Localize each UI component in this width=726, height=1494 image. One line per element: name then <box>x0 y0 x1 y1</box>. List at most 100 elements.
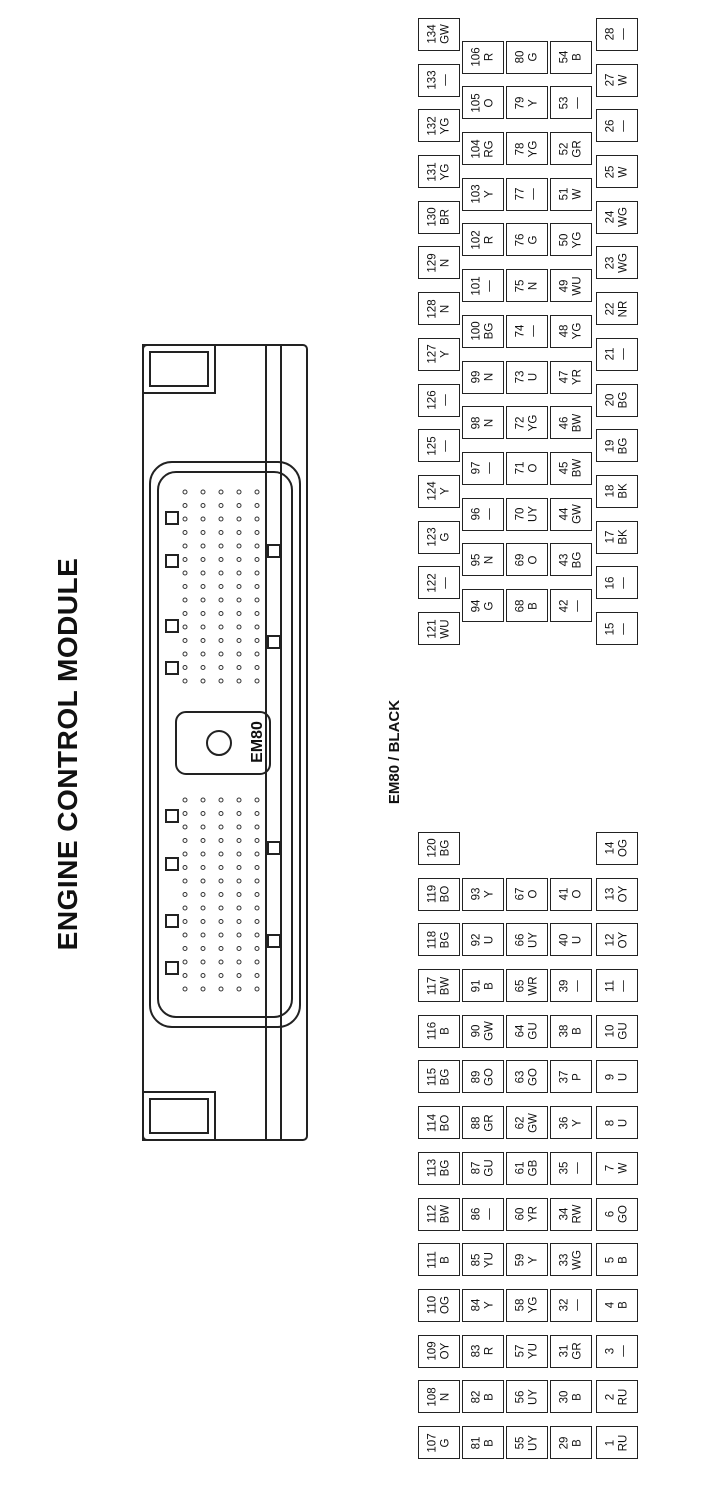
pin-number: 102 <box>469 230 482 250</box>
pin-hole <box>254 946 260 951</box>
pin-number: 77 <box>513 187 526 201</box>
pin-number: 56 <box>513 1390 526 1404</box>
pin-box: 133— <box>418 63 460 97</box>
wire-color-code: Y <box>483 1301 495 1310</box>
pin-number: 109 <box>425 1341 438 1361</box>
pin-box: 15— <box>596 612 638 645</box>
connector-latch-tab <box>165 809 179 823</box>
pin-number: 63 <box>513 1070 526 1084</box>
wire-color-code: N <box>483 555 495 564</box>
pin-number: 6 <box>603 1210 616 1218</box>
wire-color-code: GB <box>527 1159 539 1177</box>
pin-hole <box>200 919 206 924</box>
pin-number: 62 <box>513 1116 526 1129</box>
wire-color-code: YG <box>527 140 539 157</box>
pin-hole <box>236 665 242 670</box>
pin-number: 48 <box>557 324 570 338</box>
pin-number: 134 <box>425 24 438 44</box>
wire-color-code: Y <box>483 890 495 898</box>
pin-number: 123 <box>425 527 438 547</box>
pin-hole <box>236 811 242 816</box>
pin-hole <box>218 503 224 508</box>
pin-box: 42— <box>550 589 592 622</box>
wire-color-code: O <box>527 463 539 473</box>
pin-hole <box>200 597 206 603</box>
pin-hole <box>182 946 188 951</box>
pin-number: 40 <box>557 933 570 947</box>
wire-color-code: N <box>527 281 539 290</box>
pin-number: 60 <box>513 1207 526 1221</box>
pin-hole <box>254 516 260 522</box>
wire-color-code: YG <box>439 163 451 180</box>
pin-hole <box>254 878 260 884</box>
pin-number: 58 <box>513 1299 526 1312</box>
wire-color-code: — <box>617 348 629 361</box>
pin-number: 76 <box>513 233 526 247</box>
pin-hole <box>236 892 242 897</box>
connector-latch-tab <box>267 544 281 558</box>
wire-color-code: OG <box>617 839 629 858</box>
ecm-end-clip-bottom <box>142 1091 216 1141</box>
wire-color-code: BW <box>571 459 583 478</box>
wire-color-code: R <box>483 52 495 62</box>
pin-hole <box>218 665 224 670</box>
pin-hole <box>200 651 206 657</box>
pin-hole <box>218 973 224 978</box>
wire-color-code: — <box>571 1162 583 1175</box>
pin-hole <box>182 651 188 657</box>
pin-number: 43 <box>557 553 570 567</box>
pin-box: 35— <box>550 1151 592 1185</box>
pin-number: 69 <box>513 553 526 567</box>
pin-hole <box>236 651 242 657</box>
pin-number: 107 <box>425 1432 438 1453</box>
pin-number: 2 <box>603 1393 616 1400</box>
wire-color-code: BG <box>439 1159 451 1177</box>
pin-hole <box>254 489 260 495</box>
wire-color-code: — <box>483 279 495 292</box>
pin-box: 53— <box>550 86 592 120</box>
pin-number: 5 <box>603 1256 616 1263</box>
wire-color-code: B <box>439 1027 451 1036</box>
wire-color-code: RG <box>483 139 495 158</box>
wire-color-code: O <box>483 98 495 108</box>
pin-number: 50 <box>557 233 570 247</box>
pin-hole <box>182 811 188 816</box>
pin-number: 25 <box>603 165 616 178</box>
wire-color-code: GW <box>483 1021 495 1042</box>
pin-hole <box>200 543 206 549</box>
pin-number: 12 <box>603 933 616 947</box>
pin-hole <box>182 503 188 508</box>
pin-hole <box>218 570 224 576</box>
pin-number: 130 <box>425 207 438 227</box>
pin-number: 120 <box>425 838 438 858</box>
pin-number: 78 <box>513 142 526 155</box>
wire-color-code: N <box>439 1392 451 1401</box>
pin-number: 49 <box>557 279 570 292</box>
wire-color-code: BK <box>617 529 629 545</box>
pin-number: 110 <box>425 1296 438 1315</box>
wire-color-code: U <box>527 372 539 382</box>
wire-color-code: WG <box>617 207 629 228</box>
pin-number: 14 <box>603 842 616 855</box>
pin-hole <box>236 932 242 938</box>
wire-color-code: UY <box>527 506 539 523</box>
